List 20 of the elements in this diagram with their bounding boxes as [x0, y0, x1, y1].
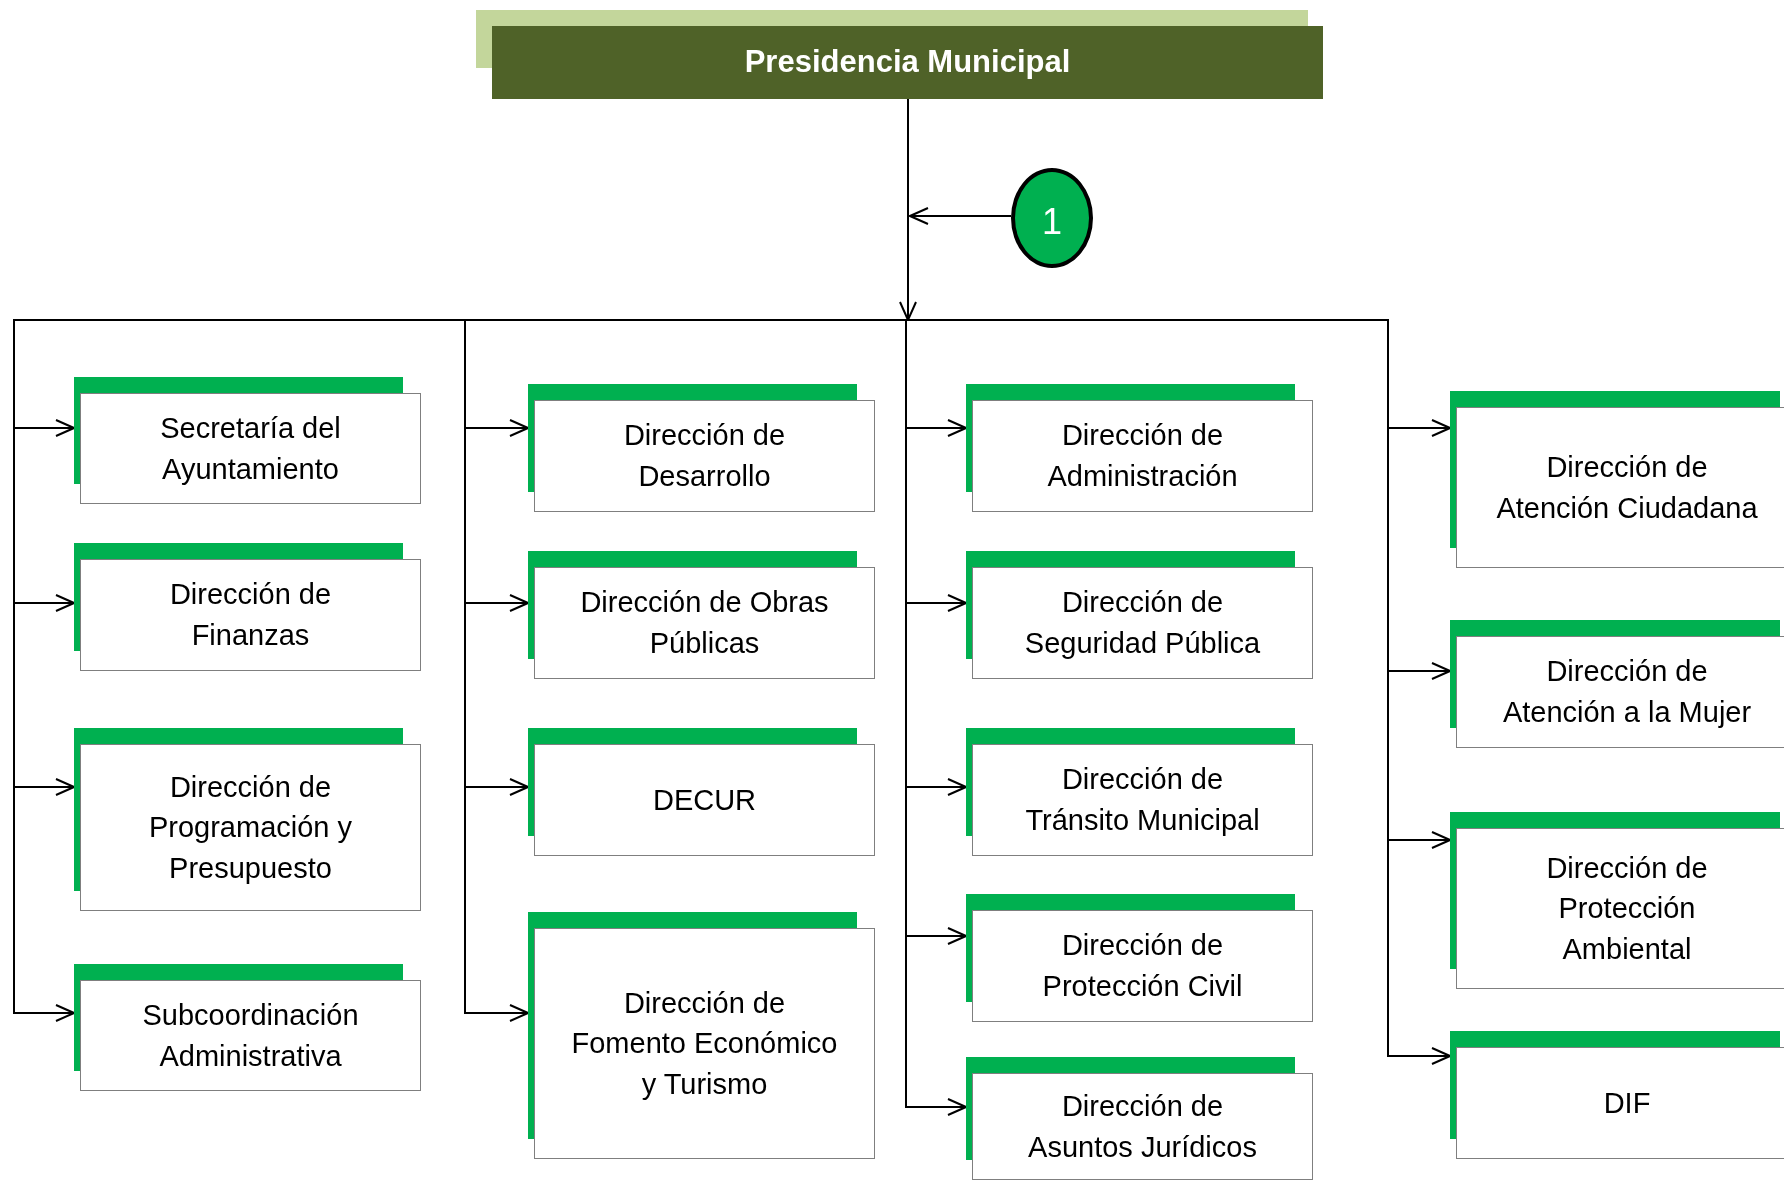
department-box: Dirección de Finanzas	[80, 559, 421, 671]
department-box: Dirección de Atención Ciudadana	[1456, 407, 1784, 568]
title-box: Presidencia Municipal	[492, 26, 1323, 99]
department-box: Dirección de Fomento Económico y Turismo	[534, 928, 875, 1159]
department-box: Subcoordinación Administrativa	[80, 980, 421, 1091]
department-box: DIF	[1456, 1047, 1784, 1159]
arrow	[909, 207, 1012, 225]
department-box: Dirección de Tránsito Municipal	[972, 744, 1313, 856]
department-box: Dirección de Desarrollo	[534, 400, 875, 512]
department-box: Dirección de Protección Ambiental	[1456, 828, 1784, 989]
department-box: Dirección de Atención a la Mujer	[1456, 636, 1784, 748]
department-box: Dirección de Administración	[972, 400, 1313, 512]
department-box: Dirección de Programación y Presupuesto	[80, 744, 421, 911]
department-box: Dirección de Obras Públicas	[534, 567, 875, 679]
department-box: Secretaría del Ayuntamiento	[80, 393, 421, 504]
department-box: Dirección de Asuntos Jurídicos	[972, 1073, 1313, 1180]
department-box: DECUR	[534, 744, 875, 856]
callout-circle: 1	[1011, 168, 1093, 268]
department-box: Dirección de Protección Civil	[972, 910, 1313, 1022]
department-box: Dirección de Seguridad Pública	[972, 567, 1313, 679]
